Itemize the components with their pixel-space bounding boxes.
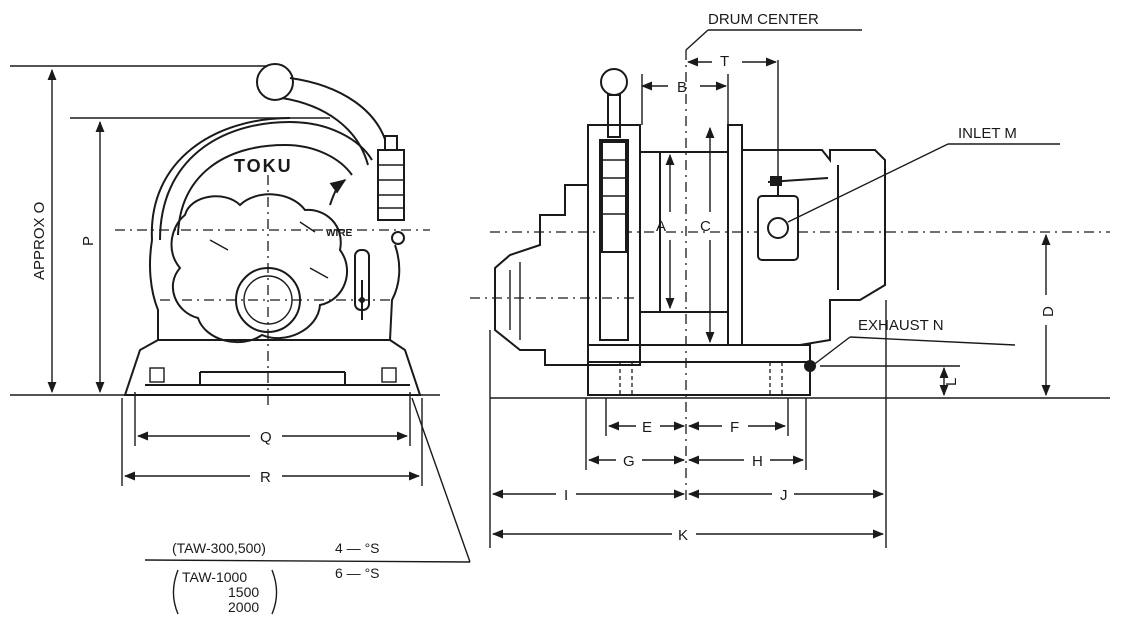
dim-j: J	[780, 487, 788, 504]
bolt-note-model-2: 1500	[228, 584, 259, 600]
bolt-note-model-1: TAW-1000	[182, 569, 247, 585]
bolt-note-row2-spec: 6 — °S	[335, 565, 380, 581]
dim-q: Q	[260, 429, 272, 446]
side-handle-knob	[600, 68, 628, 96]
dim-approx-o: APPROX O	[31, 202, 48, 280]
dim-e: E	[642, 419, 652, 436]
front-view: WIRE TOKU APPROX O P Q R	[10, 63, 471, 563]
dim-l: L	[943, 378, 960, 386]
wire-tag: WIRE	[326, 228, 352, 239]
exhaust-port	[804, 360, 816, 372]
inlet-label: INLET M	[958, 125, 1017, 142]
dim-g: G	[623, 453, 635, 470]
dim-i: I	[564, 487, 568, 504]
control-valve	[377, 149, 405, 221]
bolt-note: (TAW-300,500) 4 — °S TAW-1000 1500 2000 …	[172, 540, 380, 615]
dim-h: H	[752, 453, 763, 470]
dim-c: C	[700, 218, 711, 235]
dim-p: P	[80, 236, 97, 246]
dim-d: D	[1040, 306, 1057, 317]
dim-k: K	[678, 527, 688, 544]
dim-b: B	[677, 79, 687, 96]
brand-label: TOKU	[234, 156, 293, 176]
dim-r: R	[260, 469, 271, 486]
exhaust-label: EXHAUST N	[858, 317, 944, 334]
bolt-note-model-3: 2000	[228, 599, 259, 615]
inlet-valve	[757, 195, 799, 261]
drum-center-label: DRUM CENTER	[708, 11, 819, 28]
dim-f: F	[730, 419, 739, 436]
side-view: DRUM CENTER	[470, 11, 1110, 548]
side-base	[587, 344, 811, 396]
side-valve-stack	[601, 141, 627, 253]
handle-knob	[256, 63, 294, 101]
bolt-note-row1-models: (TAW-300,500)	[172, 540, 266, 556]
dim-a: A	[656, 218, 666, 235]
dim-t: T	[720, 53, 729, 70]
bolt-note-row1-spec: 4 — °S	[335, 540, 380, 556]
